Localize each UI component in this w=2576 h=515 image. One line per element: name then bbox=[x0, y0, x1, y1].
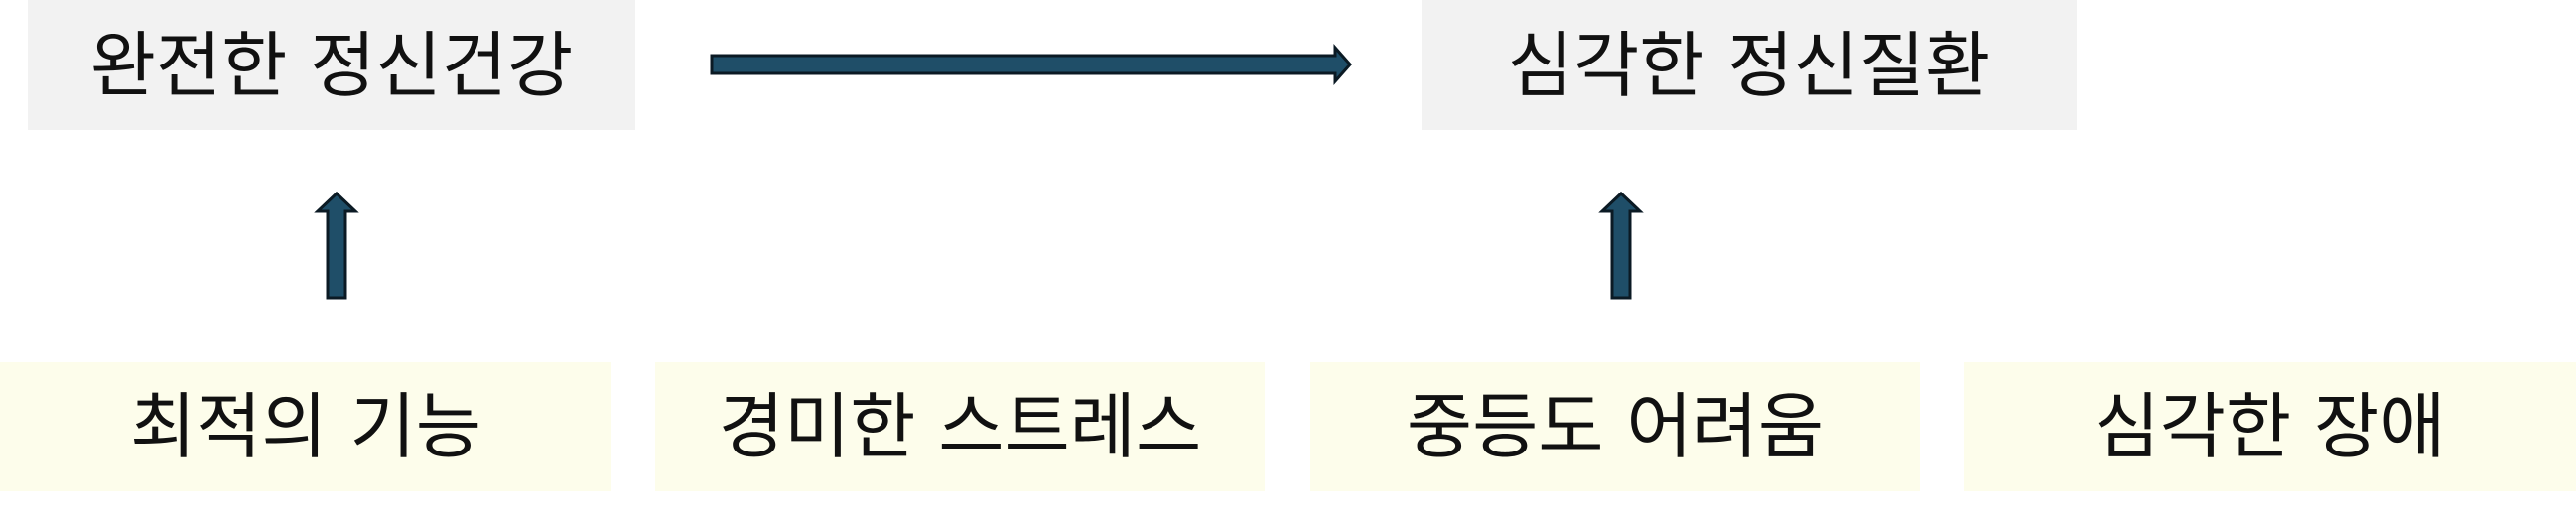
spectrum-right-end-label: 심각한 정신질환 bbox=[1507, 23, 1991, 107]
spectrum-arrow bbox=[710, 44, 1353, 85]
spectrum-left-end-label: 완전한 정신건강 bbox=[89, 23, 574, 107]
stage-box-3: 중등도 어려움 bbox=[1310, 362, 1920, 491]
stage-label-4: 심각한 장애 bbox=[2094, 385, 2446, 468]
up-arrow-right bbox=[1598, 191, 1644, 300]
stage-box-2: 경미한 스트레스 bbox=[655, 362, 1265, 491]
stage-label-3: 중등도 어려움 bbox=[1406, 385, 1825, 468]
stage-box-4: 심각한 장애 bbox=[1964, 362, 2576, 491]
spectrum-right-end: 심각한 정신질환 bbox=[1422, 0, 2077, 130]
stage-label-2: 경미한 스트레스 bbox=[718, 385, 1202, 468]
stage-box-1: 최적의 기능 bbox=[0, 362, 611, 491]
spectrum-left-end: 완전한 정신건강 bbox=[28, 0, 635, 130]
up-arrow-left bbox=[314, 191, 359, 300]
stage-label-1: 최적의 기능 bbox=[129, 385, 482, 468]
